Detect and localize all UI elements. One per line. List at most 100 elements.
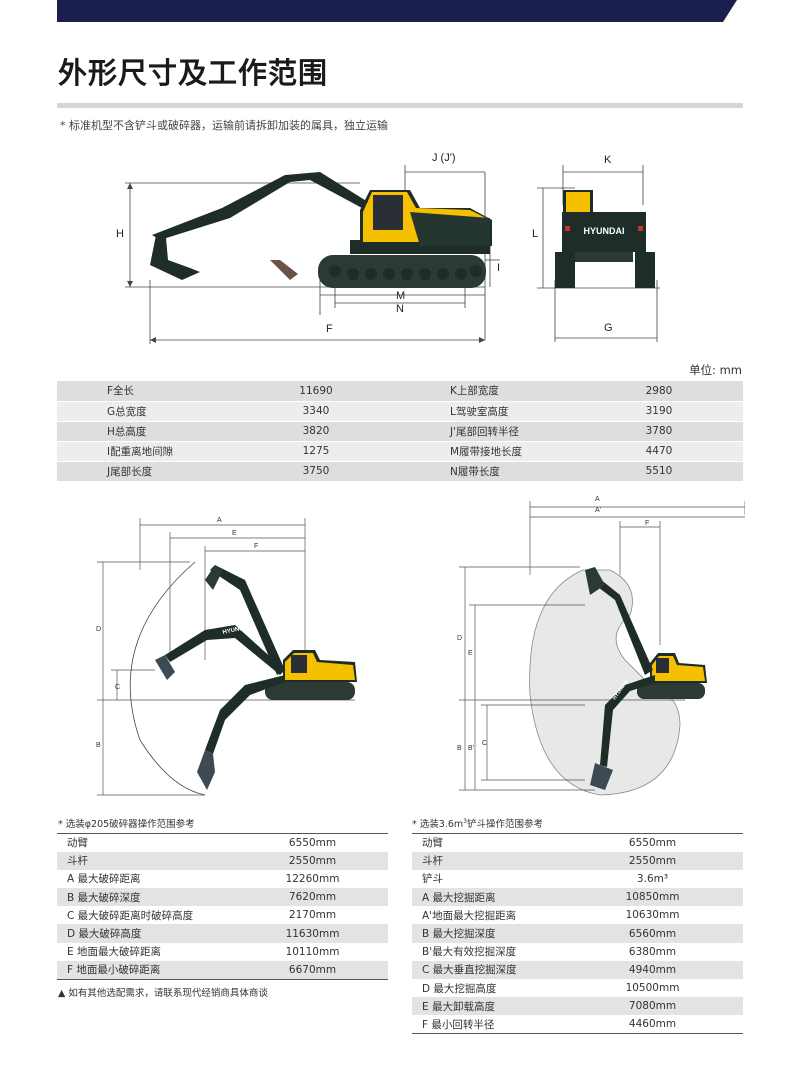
dim-label: M履带接地长度 [400,441,575,462]
spec-label: D 最大破碎高度 [57,924,237,943]
spec-value: 7080mm [562,997,743,1016]
spec-value: 10500mm [562,979,743,998]
dim-label: N履带长度 [400,461,575,482]
spec-value: 2170mm [237,906,388,925]
bucket-label-b-prime: B' [468,745,475,752]
spec-value: 7620mm [237,888,388,907]
breaker-label-e: E [232,530,237,537]
dim-label: F全长 [57,381,232,402]
spec-value: 4460mm [562,1015,743,1035]
rear-brand-text: HYUNDAI [583,226,624,236]
breaker-label-a: A [217,517,222,524]
spec-label: 斗杆 [412,851,562,870]
transport-note: * 标准机型不含铲斗或破碎器，运输前请拆卸加装的属具，独立运输 [60,119,388,132]
rear-view-diagram: HYUNDAI [537,165,660,342]
label-f: F [326,323,333,335]
label-h: H [116,228,124,240]
breaker-label-c: C [115,684,121,691]
label-i: I [497,262,501,274]
table-row: F全长 11690 K上部宽度 2980 [57,381,743,402]
side-view-diagram: HYUNDAI [125,165,500,344]
label-j: J (J') [432,152,456,164]
spec-value: 6380mm [562,942,743,961]
dim-label: L驾驶室高度 [400,401,575,422]
bucket-label-f: F [645,520,650,527]
spec-value: 6550mm [237,832,388,852]
dim-value: 2980 [575,381,743,402]
spec-label: 铲斗 [412,869,562,889]
spec-value: 3.6m³ [562,869,743,889]
spec-value: 11630mm [237,924,388,943]
spec-value: 12260mm [237,869,388,889]
table-row: J尾部长度 3750 N履带长度 5510 [57,461,743,482]
breaker-caption: * 选装φ205破碎器操作范围参考 [58,819,195,830]
header-bar [57,0,737,22]
spec-label: B 最大挖掘深度 [412,924,562,943]
dim-label: J'尾部回转半径 [400,421,575,442]
bucket-label-b: B [457,745,462,752]
bucket-label-a: A [595,496,600,503]
dim-value: 3820 [232,421,400,442]
spec-label: A 最大破碎距离 [57,869,237,889]
dim-value: 5510 [575,461,743,482]
options-footnote: ▲ 如有其他选配需求，请联系现代经销商具体商谈 [58,988,268,999]
spec-value: 2550mm [237,851,388,870]
label-k: K [604,154,612,166]
spec-value: 2550mm [562,851,743,870]
table-row: G总宽度 3340 L驾驶室高度 3190 [57,401,743,422]
bucket-label-d: D [457,635,463,642]
table-row: I配重离地间隙 1275 M履带接地长度 4470 [57,441,743,462]
spec-value: 6550mm [562,832,743,852]
spec-value: 6560mm [562,924,743,943]
spec-label: D 最大挖掘高度 [412,979,562,998]
dim-value: 3190 [575,401,743,422]
dim-value: 11690 [232,381,400,402]
breaker-range-diagram: HYUNDAI [97,518,357,796]
bucket-range-diagram: HYUNDAI [459,501,745,796]
label-m: M [396,290,406,302]
dim-label: J尾部长度 [57,461,232,482]
spec-label: F 最小回转半径 [412,1015,562,1035]
breaker-label-b: B [96,742,101,749]
spec-label: A'地面最大挖掘距离 [412,906,562,925]
spec-label: 动臂 [412,832,562,852]
dim-label: H总高度 [57,421,232,442]
page-title: 外形尺寸及工作范围 [58,56,329,90]
label-g: G [604,322,613,334]
spec-label: A 最大挖掘距离 [412,888,562,907]
title-divider [57,103,743,108]
spec-value: 10110mm [237,942,388,961]
spec-label: 斗杆 [57,851,237,870]
breaker-brand-text: HYUNDAI [222,624,250,636]
spec-value: 10630mm [562,906,743,925]
dim-value: 3340 [232,401,400,422]
unit-note: 单位: mm [689,363,742,377]
breaker-label-f: F [254,543,259,550]
bucket-label-a-prime: A' [595,507,602,514]
spec-value: 4940mm [562,960,743,979]
dim-value: 4470 [575,441,743,462]
bucket-caption: * 选装3.6m3铲斗操作范围参考 [412,817,543,830]
spec-label: C 最大破碎距离时破碎高度 [57,906,237,925]
dim-label: K上部宽度 [400,381,575,402]
spec-label: E 最大卸载高度 [412,997,562,1016]
bucket-label-e: E [468,650,473,657]
dim-value: 3750 [232,461,400,482]
label-n: N [396,303,404,315]
dimensions-table: F全长 11690 K上部宽度 2980 G总宽度 3340 L驾驶室高度 31… [57,381,743,482]
